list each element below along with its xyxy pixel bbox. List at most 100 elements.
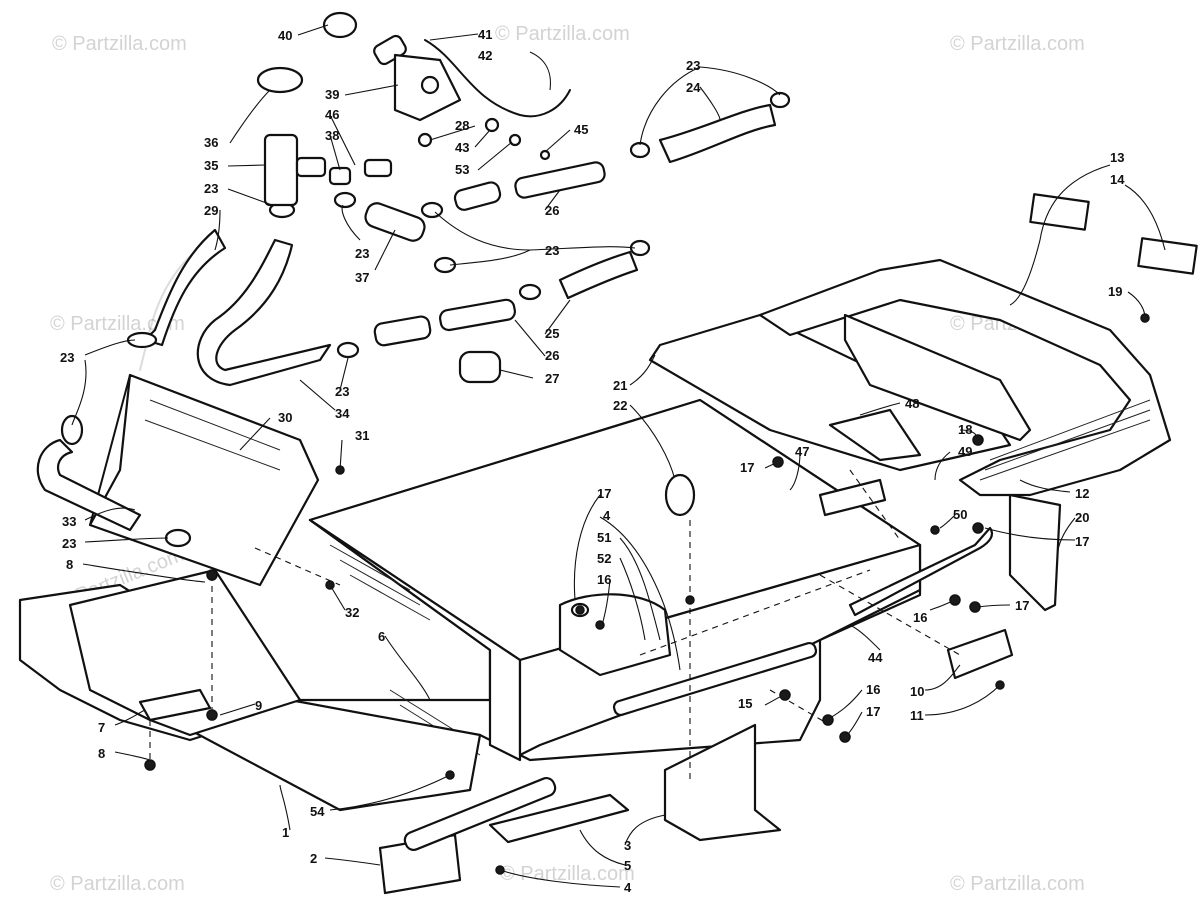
callout-14: 14 bbox=[1110, 172, 1125, 187]
watermark: © Partzilla.com bbox=[52, 33, 187, 55]
clamp bbox=[769, 91, 791, 109]
grommet-27 bbox=[458, 350, 502, 384]
tube-26a bbox=[453, 181, 502, 211]
clamp bbox=[333, 191, 357, 209]
fasteners bbox=[144, 313, 1150, 875]
filler-neck-35 bbox=[263, 133, 299, 207]
clamp bbox=[336, 341, 360, 359]
callout-51: 51 bbox=[597, 530, 611, 545]
callout-44: 44 bbox=[868, 650, 883, 665]
decal-13 bbox=[1029, 193, 1090, 231]
bracket-47 bbox=[818, 478, 887, 517]
hose-29 bbox=[143, 228, 227, 347]
callout-17: 17 bbox=[597, 486, 611, 501]
callout-41: 41 bbox=[478, 27, 492, 42]
callout-16: 16 bbox=[913, 610, 927, 625]
clamp bbox=[60, 414, 84, 446]
callout-5: 5 bbox=[624, 858, 631, 873]
callout-26: 26 bbox=[545, 203, 559, 218]
hose-37 bbox=[364, 202, 426, 242]
clamp bbox=[518, 283, 542, 301]
bumper-bracket bbox=[843, 313, 1032, 442]
hose-34 bbox=[196, 238, 332, 387]
callout-16: 16 bbox=[597, 572, 611, 587]
hose-24 bbox=[658, 103, 777, 164]
callout-22: 22 bbox=[613, 398, 627, 413]
heat-exchanger-panel bbox=[88, 373, 320, 587]
watermark: © Partzilla.com bbox=[50, 873, 185, 895]
screw-28 bbox=[417, 132, 433, 148]
callout-27: 27 bbox=[545, 371, 559, 386]
callout-19: 19 bbox=[1108, 284, 1122, 299]
tube-26b bbox=[514, 161, 606, 199]
washer-43 bbox=[484, 117, 500, 133]
callout-48: 48 bbox=[905, 396, 919, 411]
tube-26c bbox=[373, 315, 432, 347]
callout-2: 2 bbox=[310, 851, 317, 866]
callout-52: 52 bbox=[597, 551, 611, 566]
callout-35: 35 bbox=[204, 158, 218, 173]
hose-25 bbox=[558, 250, 639, 300]
fitting-46 bbox=[363, 158, 393, 178]
callout-4: 4 bbox=[624, 880, 632, 895]
watermark: © Partzilla.com bbox=[500, 863, 635, 885]
callout-18: 18 bbox=[958, 422, 972, 437]
callout-37: 37 bbox=[355, 270, 369, 285]
callout-9: 9 bbox=[255, 698, 262, 713]
callout-34: 34 bbox=[335, 406, 350, 421]
bottle-cap-40 bbox=[322, 11, 358, 39]
heat-exchanger-30 bbox=[88, 373, 320, 587]
callout-53: 53 bbox=[455, 162, 469, 177]
callout-7: 7 bbox=[98, 720, 105, 735]
bracket-7 bbox=[138, 688, 212, 722]
pad-48 bbox=[828, 408, 922, 462]
callout-17: 17 bbox=[740, 460, 754, 475]
callout-11: 11 bbox=[910, 708, 924, 723]
tunnel-side bbox=[308, 518, 522, 762]
callout-8: 8 bbox=[66, 557, 73, 572]
callout-29: 29 bbox=[204, 203, 218, 218]
watermark: © Partzilla.com bbox=[50, 313, 185, 335]
callout-17: 17 bbox=[1015, 598, 1029, 613]
callout-32: 32 bbox=[345, 605, 359, 620]
clamp bbox=[164, 528, 192, 548]
callout-16: 16 bbox=[866, 682, 880, 697]
callout-23: 23 bbox=[355, 246, 369, 261]
coolant-hoses bbox=[36, 103, 777, 532]
callout-17: 17 bbox=[866, 704, 880, 719]
screw-45 bbox=[539, 149, 551, 161]
callout-50: 50 bbox=[953, 507, 967, 522]
plate-5 bbox=[488, 793, 630, 844]
callout-25: 25 bbox=[545, 326, 559, 341]
callout-3: 3 bbox=[624, 838, 631, 853]
filler-neck-outlet bbox=[295, 156, 327, 178]
callout-24: 24 bbox=[686, 80, 701, 95]
callout-46: 46 bbox=[325, 107, 339, 122]
callout-31: 31 bbox=[355, 428, 369, 443]
tube-44 bbox=[848, 526, 994, 617]
overflow-line-42 bbox=[424, 39, 571, 118]
watermark: © Partzilla.com bbox=[950, 33, 1085, 55]
callout-17: 17 bbox=[1075, 534, 1089, 549]
callout-36: 36 bbox=[204, 135, 218, 150]
clamp bbox=[126, 331, 158, 349]
cap-22 bbox=[664, 473, 696, 517]
callout-23: 23 bbox=[686, 58, 700, 73]
callout-30: 30 bbox=[278, 410, 292, 425]
bracket-3 bbox=[663, 723, 782, 842]
callout-1: 1 bbox=[282, 825, 289, 840]
rear-heat-exchanger-21 bbox=[648, 313, 1012, 472]
callout-21: 21 bbox=[613, 378, 627, 393]
callout-23: 23 bbox=[60, 350, 74, 365]
watermark: © Partzilla.com bbox=[495, 23, 630, 45]
callout-39: 39 bbox=[325, 87, 339, 102]
leader-lines bbox=[71, 24, 1166, 888]
rear-bumper-assembly bbox=[648, 258, 1172, 612]
callout-33: 33 bbox=[62, 514, 76, 529]
callout-54: 54 bbox=[310, 804, 325, 819]
callout-23: 23 bbox=[335, 384, 349, 399]
callout-6: 6 bbox=[378, 629, 385, 644]
hose-clamps bbox=[60, 91, 791, 548]
